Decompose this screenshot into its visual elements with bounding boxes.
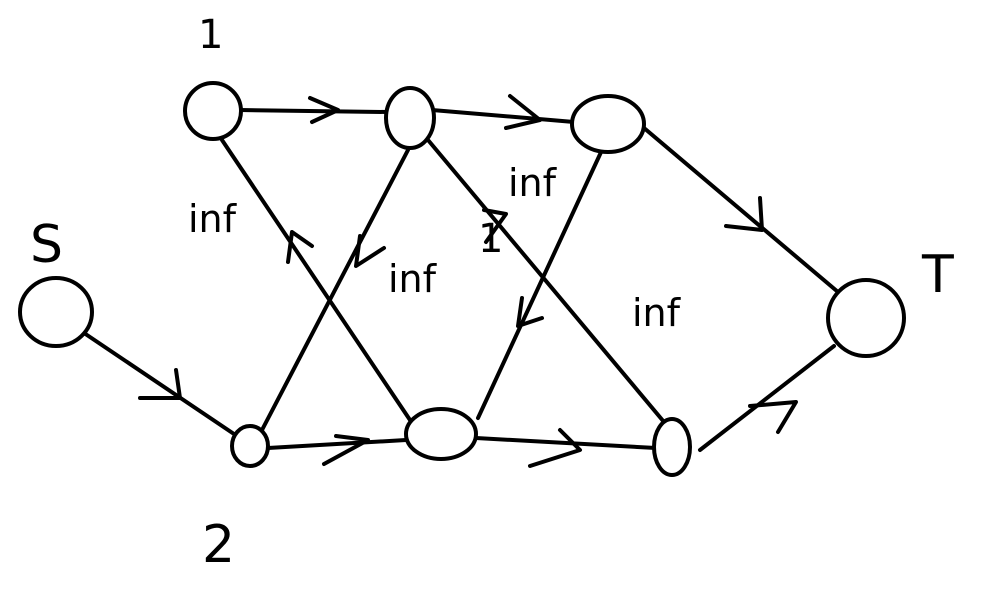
edge-a-to-2: [260, 148, 410, 432]
arrowhead-s-to-2: [138, 368, 182, 400]
edge-label-inf-c-to-1: inf: [188, 197, 238, 241]
node-2: [230, 424, 270, 468]
edge-b-to-t: [642, 126, 840, 294]
edge-s-to-2: [82, 331, 236, 436]
arrowhead-1-to-a: [308, 96, 340, 124]
node-label-t: T: [921, 245, 954, 305]
node-t: [826, 278, 906, 358]
edge-b-to-c: [476, 148, 604, 420]
edge-label-inf-b-to-c: inf: [508, 161, 558, 205]
node-1: [183, 81, 243, 141]
edge-label-inf-a-to-2: inf: [388, 257, 438, 301]
node-s: [18, 276, 94, 348]
edge-label-inf-a-to-d: inf: [632, 291, 682, 335]
edge-c-to-1: [220, 138, 412, 422]
node-label-1: 1: [198, 12, 223, 58]
edge-a-to-b: [430, 108, 576, 124]
node-label-2: 2: [202, 515, 235, 575]
extra-mark-1: 1: [478, 216, 503, 262]
arrowhead-b-to-t: [724, 196, 764, 232]
edge-2-to-c: [266, 438, 408, 450]
node-label-s: S: [30, 215, 63, 275]
arrowhead-b-to-c: [516, 296, 544, 328]
edge-c-to-d: [474, 436, 658, 450]
arrowhead-c-to-1: [286, 230, 314, 264]
node-c: [404, 407, 478, 461]
arrowhead-2-to-c: [322, 434, 370, 466]
node-d: [652, 417, 692, 477]
node-b: [570, 94, 646, 154]
edge-1-to-a: [238, 108, 388, 114]
arrowhead-a-to-d: [482, 208, 508, 244]
edge-d-to-t: [698, 344, 836, 452]
arrowhead-a-to-b: [504, 94, 542, 130]
arrowhead-a-to-2: [354, 234, 386, 268]
arrowhead-d-to-t: [748, 400, 798, 434]
arrowhead-c-to-d: [528, 428, 582, 468]
edge-a-to-d: [426, 138, 666, 424]
node-a: [384, 86, 436, 150]
